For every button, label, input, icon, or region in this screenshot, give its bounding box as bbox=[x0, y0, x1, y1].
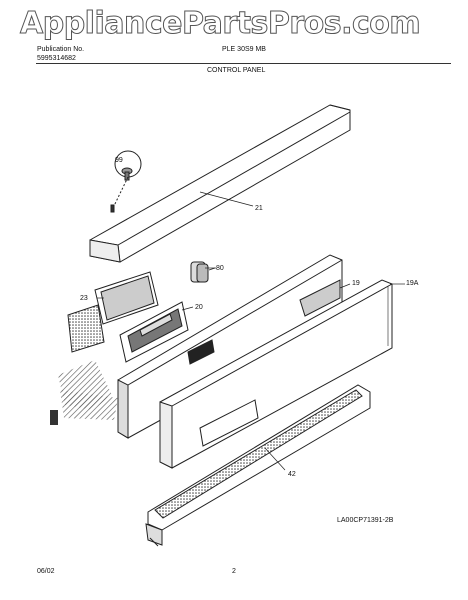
publication-label: Publication No. bbox=[37, 46, 85, 53]
callout-front-panel: 19A bbox=[406, 280, 419, 287]
callout-bracket: 23 bbox=[80, 295, 88, 302]
model-number: PLE 30S9 MB bbox=[222, 46, 266, 53]
harness-connector bbox=[50, 410, 58, 425]
header-rule bbox=[36, 63, 451, 64]
callout-top-trim: 21 bbox=[255, 205, 263, 212]
callout-clock: 20 bbox=[195, 304, 203, 311]
callout-knob: 80 bbox=[216, 265, 224, 272]
clock-control-part bbox=[119, 301, 189, 363]
screw-part bbox=[110, 150, 142, 213]
callout-screw: 99 bbox=[115, 157, 123, 164]
page-number: 2 bbox=[232, 568, 236, 575]
knob-part bbox=[190, 261, 216, 283]
footer-date: 06/02 bbox=[37, 568, 55, 575]
callout-leaders bbox=[97, 191, 405, 471]
publication-number: 5995314682 bbox=[37, 55, 76, 62]
section-title: CONTROL PANEL bbox=[207, 67, 266, 74]
vent-trim-part bbox=[145, 384, 371, 547]
top-trim-part bbox=[89, 104, 351, 263]
bracket-part bbox=[67, 271, 159, 353]
figure-id: LA00CP71391-2B bbox=[337, 517, 394, 524]
front-panel-part bbox=[159, 279, 393, 469]
callout-vent: 42 bbox=[288, 471, 296, 478]
watermark: AppliancePartsPros.com bbox=[19, 6, 421, 41]
callout-panel: 19 bbox=[352, 280, 360, 287]
wiring-harness bbox=[58, 360, 118, 420]
